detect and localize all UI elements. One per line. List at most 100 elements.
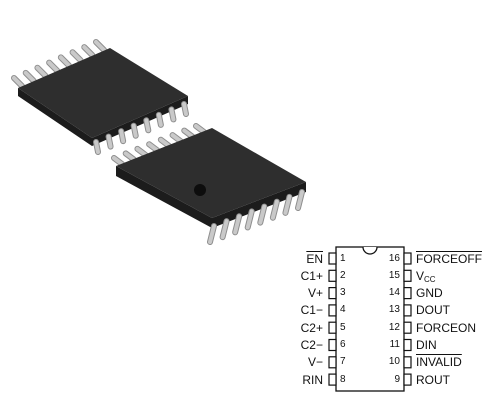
chip-lead bbox=[296, 190, 304, 210]
right-pin-number: 14 bbox=[388, 287, 400, 299]
pin-box bbox=[403, 338, 412, 352]
upper-chip-body-side bbox=[18, 88, 188, 146]
left-pin-number: 5 bbox=[340, 321, 346, 333]
right-pin-name: FORCEOFF bbox=[416, 252, 482, 266]
chip-lead bbox=[58, 55, 71, 68]
chip-lead bbox=[270, 199, 279, 220]
pin1-notch bbox=[362, 246, 378, 255]
chip-package-lower bbox=[111, 123, 306, 245]
chip-lead bbox=[194, 124, 206, 134]
right-pin-name: DIN bbox=[416, 338, 437, 352]
right-pin-name-text: GND bbox=[416, 286, 443, 301]
left-pin-name: V− bbox=[307, 355, 323, 370]
chip-lead bbox=[47, 60, 60, 73]
chip-lead bbox=[245, 209, 254, 230]
pin-box bbox=[328, 356, 337, 369]
chip-lead bbox=[123, 151, 136, 162]
chip-lead bbox=[106, 134, 113, 149]
chip-lead bbox=[147, 142, 160, 153]
pin-box bbox=[403, 373, 412, 386]
chip-lead bbox=[170, 133, 183, 144]
pin-box bbox=[328, 252, 337, 265]
right-pin-boxes bbox=[403, 252, 412, 386]
pin-box bbox=[403, 269, 412, 282]
pin-box bbox=[403, 287, 412, 300]
upper-chip-body-top bbox=[18, 48, 188, 138]
chip-lead bbox=[182, 102, 188, 116]
right-pin-name-text: FORCEOFF bbox=[416, 251, 482, 266]
chip-lead bbox=[283, 194, 292, 215]
chip-lead bbox=[169, 107, 176, 122]
right-pin-name: GND bbox=[416, 286, 443, 300]
pinout-package-outline bbox=[335, 246, 405, 392]
left-pin-number: 1 bbox=[340, 252, 346, 264]
pinout-diagram bbox=[328, 246, 412, 392]
chip-lead bbox=[258, 204, 267, 225]
right-pin-number: 9 bbox=[394, 373, 400, 385]
chip-lead bbox=[158, 137, 171, 148]
left-pin-name: RIN bbox=[302, 372, 323, 387]
right-pin-number: 16 bbox=[388, 252, 400, 264]
pin-box bbox=[328, 373, 337, 386]
left-pin-name: C2+ bbox=[300, 320, 323, 335]
left-pin-number: 8 bbox=[340, 373, 346, 385]
chip-lead bbox=[82, 45, 95, 58]
left-pin-number: 3 bbox=[340, 287, 346, 299]
left-pin-name: EN bbox=[306, 251, 323, 266]
chip-lead bbox=[131, 123, 138, 138]
left-pin-boxes bbox=[328, 252, 337, 386]
chip-lead bbox=[156, 112, 163, 127]
lower-chip-body-side bbox=[116, 166, 306, 228]
pin-box bbox=[328, 287, 337, 300]
pin-box bbox=[403, 356, 412, 369]
upper-chip-top-leads bbox=[11, 39, 107, 89]
pin-box bbox=[403, 252, 412, 265]
right-pin-number: 10 bbox=[388, 356, 400, 368]
chip-package-upper bbox=[11, 39, 189, 155]
lower-chip-top-leads bbox=[111, 123, 207, 167]
chip-lead bbox=[112, 156, 124, 166]
right-pin-name: ROUT bbox=[416, 373, 450, 387]
right-pin-number: 12 bbox=[388, 321, 400, 333]
right-pin-number: 11 bbox=[389, 339, 400, 350]
chip-lead bbox=[94, 40, 106, 52]
chip-lead bbox=[135, 146, 148, 157]
pin-box bbox=[403, 321, 412, 334]
right-pin-name-subscript: CC bbox=[424, 274, 436, 284]
lower-chip-bottom-leads bbox=[207, 189, 305, 245]
pin-box bbox=[328, 338, 337, 352]
left-pin-number: 7 bbox=[340, 356, 346, 368]
chip-lead bbox=[94, 140, 100, 154]
chip-lead bbox=[35, 65, 48, 78]
right-pin-name-text: DOUT bbox=[416, 303, 450, 318]
right-pin-name-text: V bbox=[416, 268, 425, 283]
left-pin-number: 4 bbox=[340, 304, 346, 316]
pin-box bbox=[328, 321, 337, 334]
left-pin-name: C2− bbox=[300, 338, 323, 352]
right-pin-name-text: FORCEON bbox=[416, 320, 476, 335]
left-pin-number: 6 bbox=[340, 339, 346, 350]
right-pin-name-text: DIN bbox=[416, 338, 437, 352]
right-pin-name-text: INVALID bbox=[416, 355, 462, 370]
chip-lead bbox=[12, 76, 24, 88]
pin-box bbox=[403, 304, 412, 317]
chip-lead bbox=[119, 129, 126, 144]
upper-chip-bottom-leads bbox=[93, 101, 189, 155]
chip-lead bbox=[144, 118, 151, 133]
right-pin-number: 15 bbox=[388, 269, 400, 281]
lower-chip-body-top bbox=[116, 128, 306, 218]
left-pin-number: 2 bbox=[340, 269, 346, 281]
pin-box bbox=[328, 269, 337, 282]
chip-lead bbox=[23, 70, 36, 83]
right-pin-name: INVALID bbox=[416, 355, 462, 369]
chip-lead bbox=[182, 128, 195, 139]
chip-lead bbox=[220, 219, 229, 240]
chip-lead bbox=[208, 224, 216, 244]
right-pin-name: FORCEON bbox=[416, 321, 476, 335]
left-pin-name: C1+ bbox=[300, 268, 323, 283]
chip-lead bbox=[70, 50, 83, 63]
chip-lead bbox=[233, 214, 242, 235]
right-pin-name: DOUT bbox=[416, 303, 450, 317]
left-pin-name: C1− bbox=[300, 303, 323, 318]
